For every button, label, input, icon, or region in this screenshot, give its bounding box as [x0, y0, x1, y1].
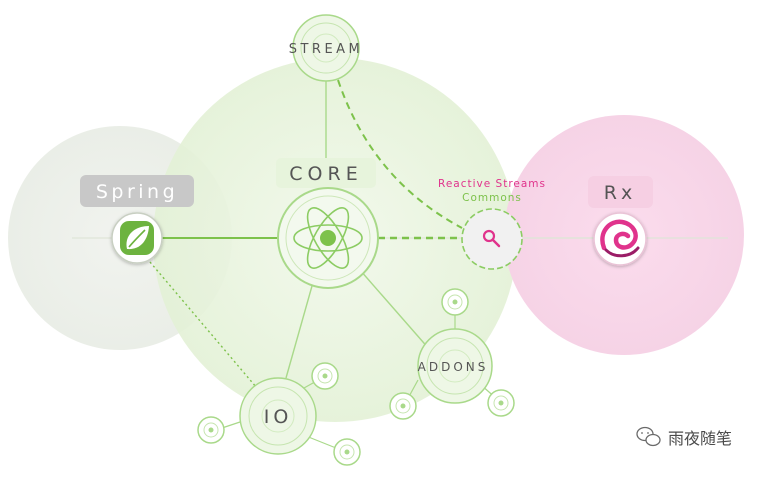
core-nucleus: [320, 230, 336, 246]
wechat-icon: [636, 426, 661, 447]
atom-icon: [293, 207, 363, 269]
io-satellite-left[interactable]: [197, 416, 225, 444]
core-node[interactable]: [277, 187, 379, 289]
io-label: IO: [264, 406, 293, 428]
addons-label: ADDONS: [418, 360, 489, 374]
stream-label: STREAM: [289, 42, 364, 57]
rsc-label-line1: Reactive Streams: [438, 178, 546, 190]
addons-node[interactable]: ADDONS: [417, 328, 493, 404]
watermark-text: 雨夜随笔: [668, 429, 732, 448]
rx-node[interactable]: [593, 212, 647, 266]
watermark: 雨夜随笔: [636, 426, 732, 448]
rsc-node[interactable]: [461, 208, 523, 270]
spring-node[interactable]: [111, 212, 163, 264]
reactivex-eel-icon: [600, 219, 640, 258]
io-satellite-bottomright[interactable]: [333, 438, 361, 466]
link-stream-rsc-dashed: [337, 79, 463, 229]
link-core-addons: [359, 269, 431, 351]
stream-node[interactable]: STREAM: [289, 14, 364, 82]
core-label-badge: [276, 158, 376, 188]
link-core-io: [285, 285, 313, 379]
addons-satellite-right[interactable]: [487, 389, 515, 417]
rx-label-badge: [588, 176, 653, 208]
io-satellite-topright[interactable]: [311, 362, 339, 390]
link-io-sat-bottomright: [305, 435, 337, 449]
io-node[interactable]: IO: [239, 377, 317, 455]
core-label: CORE: [289, 163, 362, 185]
addons-satellite-top[interactable]: [441, 288, 469, 316]
magnifier-icon: [482, 229, 501, 248]
link-spring-io-dotted: [149, 261, 263, 395]
rx-label: Rx: [604, 182, 636, 204]
addons-satellite-left[interactable]: [389, 392, 417, 420]
rsc-label-line2: Commons: [462, 192, 522, 204]
spring-label: Spring: [96, 181, 178, 203]
spring-label-badge: [80, 175, 194, 207]
spring-leaf-icon: [120, 221, 154, 255]
